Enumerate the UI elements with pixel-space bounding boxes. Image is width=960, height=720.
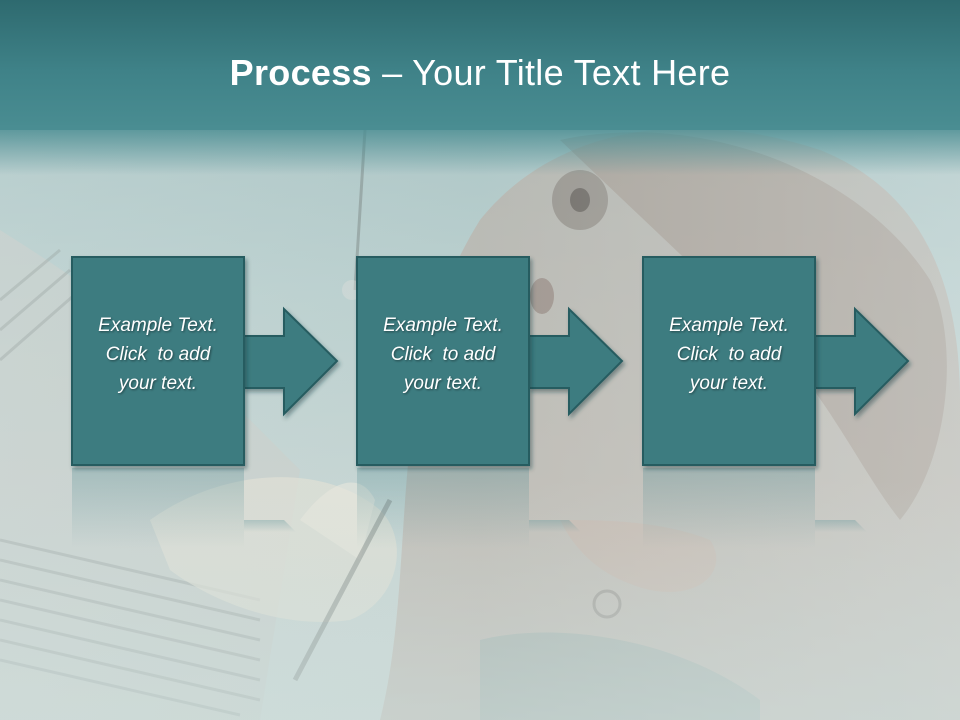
step-1-arrow [243, 306, 339, 417]
step-2-line-2: Click to add [390, 344, 496, 365]
step-3-line-1: Example Text. [669, 315, 789, 336]
step-1-box [71, 256, 245, 466]
step-3-box [642, 256, 816, 466]
title-band [0, 0, 960, 175]
title-bold-text: Process [229, 52, 372, 93]
step-3-line-3: your text. [689, 373, 769, 394]
title-rest-text: – Your Title Text Here [371, 52, 731, 93]
slide-title[interactable]: Process – Your Title Text Here [0, 52, 960, 94]
step-2-box [356, 256, 530, 466]
step-1-line-1: Example Text. [98, 315, 218, 336]
step-3-line-2: Click to add [676, 344, 782, 365]
step-2-text[interactable]: Example Text. Click to add your text. [356, 311, 530, 398]
step-1-line-3: your text. [118, 373, 198, 394]
step-2-arrow [528, 306, 624, 417]
step-2-line-1: Example Text. [383, 315, 503, 336]
step-1-line-2: Click to add [105, 344, 211, 365]
step-3-arrow [814, 306, 910, 417]
step-2-line-3: your text. [403, 373, 483, 394]
step-1-text[interactable]: Example Text. Click to add your text. [71, 311, 245, 398]
step-3-text[interactable]: Example Text. Click to add your text. [642, 311, 816, 398]
